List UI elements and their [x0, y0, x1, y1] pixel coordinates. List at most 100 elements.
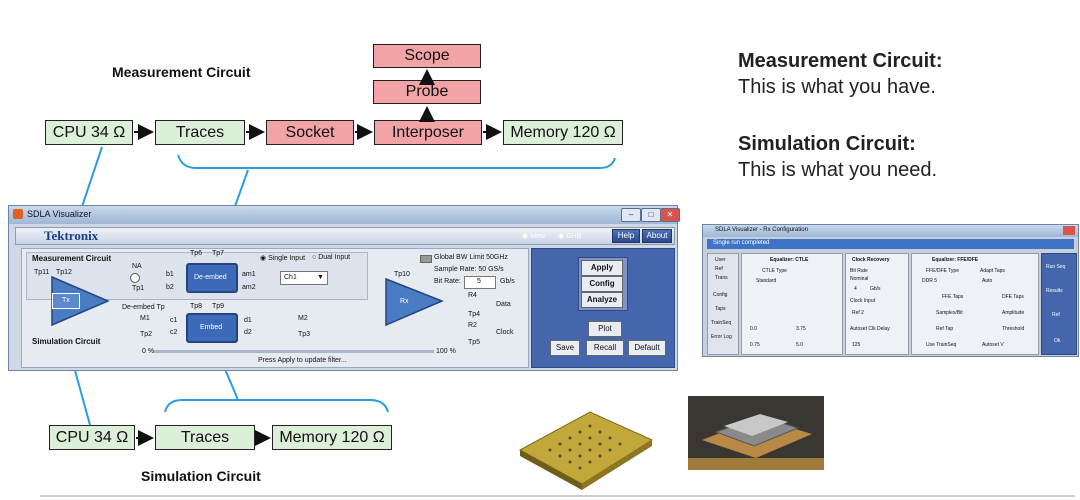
channel-select[interactable]: Ch1 ▼ — [280, 271, 328, 285]
rx-triangle[interactable] — [384, 277, 444, 327]
ref-tap-label: Ref Tap — [936, 326, 954, 332]
samples-label: Samples/Bit — [936, 310, 963, 316]
measurement-heading: Measurement Circuit: — [738, 50, 943, 72]
apply-button[interactable]: Apply — [581, 260, 623, 276]
dfe-taps-label: DFE Taps — [1002, 294, 1024, 300]
dual-input-radio[interactable]: ○ Dual Input — [312, 254, 351, 261]
default-button[interactable]: Default — [628, 340, 666, 356]
bw-indicator — [420, 255, 432, 263]
tx-label: Tx — [62, 297, 70, 304]
cr-bit-rate-label: Bit Rate — [850, 268, 868, 274]
bit-rate-input[interactable]: 5 — [464, 276, 496, 289]
rx-taps-tab[interactable]: Taps — [715, 306, 726, 312]
c1-label: c1 — [170, 317, 178, 324]
sdla-visualizer-window: SDLA Visualizer – □ ✕ Tektronix ◉ View ◉… — [8, 205, 680, 371]
tp8-label: Tp8 — [190, 303, 203, 310]
rx-trans-item[interactable]: Trans — [715, 275, 728, 281]
adc-value[interactable]: 0.0 — [750, 326, 757, 332]
d2-label: d2 — [244, 329, 252, 336]
use-trainseq-checkbox[interactable]: Use TrainSeq — [926, 342, 957, 348]
rx-config-tab[interactable]: Config — [713, 292, 728, 298]
cr-gbs-value[interactable]: 4 — [854, 286, 857, 292]
maximize-button[interactable]: □ — [641, 208, 661, 222]
control-panel: Apply Config Analyze Plot Save Recall De… — [531, 248, 675, 368]
rx-trainseq-tab[interactable]: TrainSeq — [711, 320, 732, 326]
ref-button[interactable]: Ref — [1052, 312, 1060, 318]
tp10-label: Tp10 — [394, 271, 410, 278]
d1-label: d1 — [244, 317, 252, 324]
scope-box: Scope — [373, 44, 481, 68]
bit-rate-value: 5 — [477, 278, 481, 285]
tp3-label: Tp3 — [298, 331, 311, 338]
tp2-label: Tp2 — [140, 331, 153, 338]
run-seq-button[interactable]: Run Seq — [1046, 264, 1066, 270]
ctle-title: Equalizer: CTLE — [770, 257, 809, 263]
node-circle[interactable] — [130, 273, 140, 283]
rx-left-panel: User Ref Trans Config Taps TrainSeq Erro… — [707, 253, 739, 355]
config-button[interactable]: Config — [581, 276, 623, 292]
adapt-taps-value[interactable]: Auto — [982, 278, 993, 284]
fp2-value[interactable]: 3.75 — [796, 326, 806, 332]
deembed-tp-label: De-embed Tp — [122, 304, 165, 311]
clock-label: Clock — [496, 329, 514, 336]
simulation-circuit-label: Simulation Circuit — [32, 337, 101, 346]
ffe-type-value[interactable]: DDR 5 — [922, 278, 938, 284]
ffe-panel: Equalizer: FFE/DFE FFE/DFE Type DDR 5 Ad… — [911, 253, 1039, 355]
interposer-photo — [688, 396, 824, 470]
close-button[interactable]: ✕ — [660, 208, 680, 222]
traces-box: Traces — [155, 120, 245, 145]
single-input-radio[interactable]: ◉ Single Input — [260, 255, 306, 262]
results-button[interactable]: Results — [1046, 288, 1063, 294]
plot-button[interactable]: Plot — [588, 321, 622, 337]
status-message: Press Apply to update filter... — [258, 357, 347, 364]
embed-block[interactable]: Embed — [186, 313, 238, 343]
b2-label: b2 — [166, 284, 174, 291]
na-label: NA — [132, 263, 142, 270]
circuit-panel: Measurement Circuit Tp11 Tp12 NA Tp1 b1 … — [21, 248, 529, 368]
deembed-block[interactable]: De-embed — [186, 263, 238, 293]
cr-autoset-checkbox[interactable]: Autoset Clk Delay — [850, 326, 890, 332]
ffe-title: Equalizer: FFE/DFE — [932, 257, 979, 263]
window-titlebar: SDLA Visualizer – □ ✕ — [9, 206, 680, 224]
cr-clock-input-value[interactable]: Ref 2 — [852, 310, 864, 316]
analyze-button[interactable]: Analyze — [581, 292, 623, 308]
fp1-value[interactable]: 5.0 — [796, 342, 803, 348]
minimize-button[interactable]: – — [621, 208, 641, 222]
save-button[interactable]: Save — [550, 340, 580, 356]
progress-end: 100 % — [436, 348, 456, 355]
autoset-v-checkbox[interactable]: Autoset V — [982, 342, 1004, 348]
tx-box: Tx — [52, 293, 80, 309]
window-title: SDLA Visualizer — [27, 209, 92, 219]
ok-button[interactable]: Ok — [1054, 338, 1061, 344]
ghb-radio[interactable]: ◉ GHB — [558, 233, 582, 240]
cr-clk-delay-value[interactable]: 125 — [852, 342, 861, 348]
sim-cpu-box: CPU 34 Ω — [49, 425, 135, 450]
deembed-label: De-embed — [194, 274, 227, 281]
ctle-type-label: CTLE Type — [762, 268, 787, 274]
rx-ref-item[interactable]: Ref — [715, 266, 723, 272]
rx-status: Single run completed — [713, 240, 770, 246]
rx-user-item[interactable]: User — [715, 257, 726, 263]
rx-errorlog-tab[interactable]: Error Log — [711, 334, 732, 340]
help-button[interactable]: Help — [612, 229, 640, 243]
tp4-label: Tp4 — [468, 311, 481, 318]
view-radio[interactable]: ◉ View — [522, 233, 546, 240]
tektronix-logo: Tektronix — [44, 228, 99, 243]
c2-label: c2 — [170, 329, 178, 336]
sim-traces-box: Traces — [155, 425, 255, 450]
bit-rate-label: Bit Rate: — [434, 278, 461, 285]
threshold-label: Threshold — [1002, 326, 1025, 332]
rx-close-icon[interactable] — [1063, 226, 1075, 235]
tp12-label: Tp12 — [56, 269, 72, 276]
ctle-type-value[interactable]: Standard — [756, 278, 777, 284]
measurement-circuit-title: Measurement Circuit — [112, 64, 251, 80]
tp1-label: Tp1 — [132, 285, 145, 292]
simulation-circuit-title: Simulation Circuit — [141, 468, 261, 484]
tp5-label: Tp5 — [468, 339, 481, 346]
sample-rate-label: Sample Rate: 50 GS/s — [434, 266, 504, 273]
cpu-box: CPU 34 Ω — [45, 120, 133, 145]
fz-value[interactable]: 0.75 — [750, 342, 760, 348]
am2-label: am2 — [242, 284, 256, 291]
about-button[interactable]: About — [642, 229, 672, 243]
recall-button[interactable]: Recall — [586, 340, 624, 356]
